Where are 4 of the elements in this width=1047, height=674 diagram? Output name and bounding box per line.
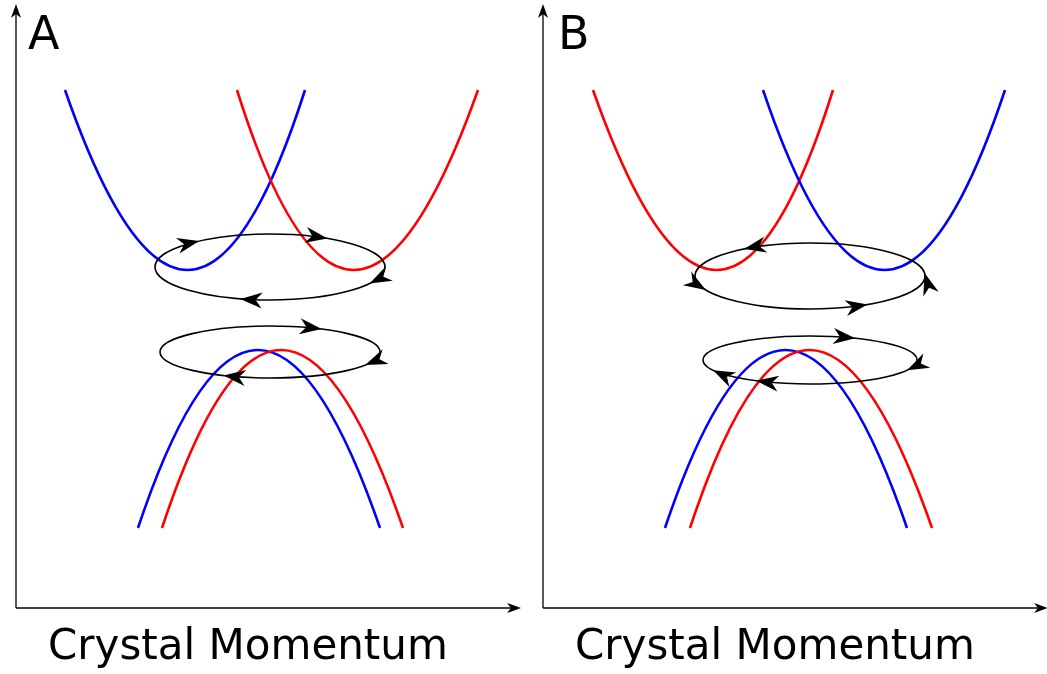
panel-letter: B <box>558 10 590 56</box>
axis-title: Crystal Momentum <box>575 624 975 666</box>
panel-letter: A <box>28 10 60 56</box>
axis-title: Crystal Momentum <box>48 624 448 666</box>
